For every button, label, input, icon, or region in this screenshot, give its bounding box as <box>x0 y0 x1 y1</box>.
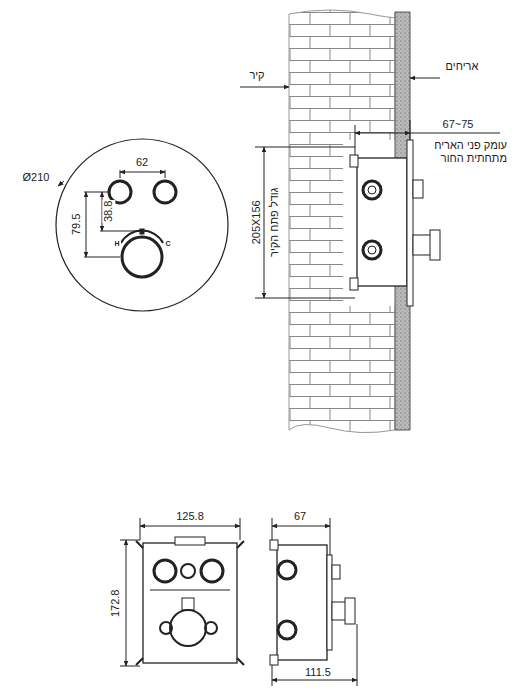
opening-dim: 205X156 <box>250 199 263 245</box>
height-dim: 79.5 <box>71 212 84 235</box>
cold-mark: C <box>164 240 171 248</box>
height-dim: 172.8 <box>110 588 123 618</box>
width-dim: 62 <box>135 156 149 169</box>
wall-label: קיר <box>248 69 265 82</box>
hot-mark: H <box>113 240 120 248</box>
depth-dim: 67~75 <box>442 118 475 131</box>
depth-note: עומק פני האריח מתחתית החור <box>414 139 508 164</box>
height-dim: 38.8 <box>103 199 116 222</box>
depth-dim: 67 <box>293 510 307 523</box>
diameter-dim: Ø210 <box>22 171 51 184</box>
tiles-label: אריחים <box>445 60 480 73</box>
depth-dim: 111.5 <box>304 666 332 679</box>
width-dim: 125.8 <box>175 510 205 523</box>
opening-label: גודל פתח הקיר <box>269 186 282 257</box>
